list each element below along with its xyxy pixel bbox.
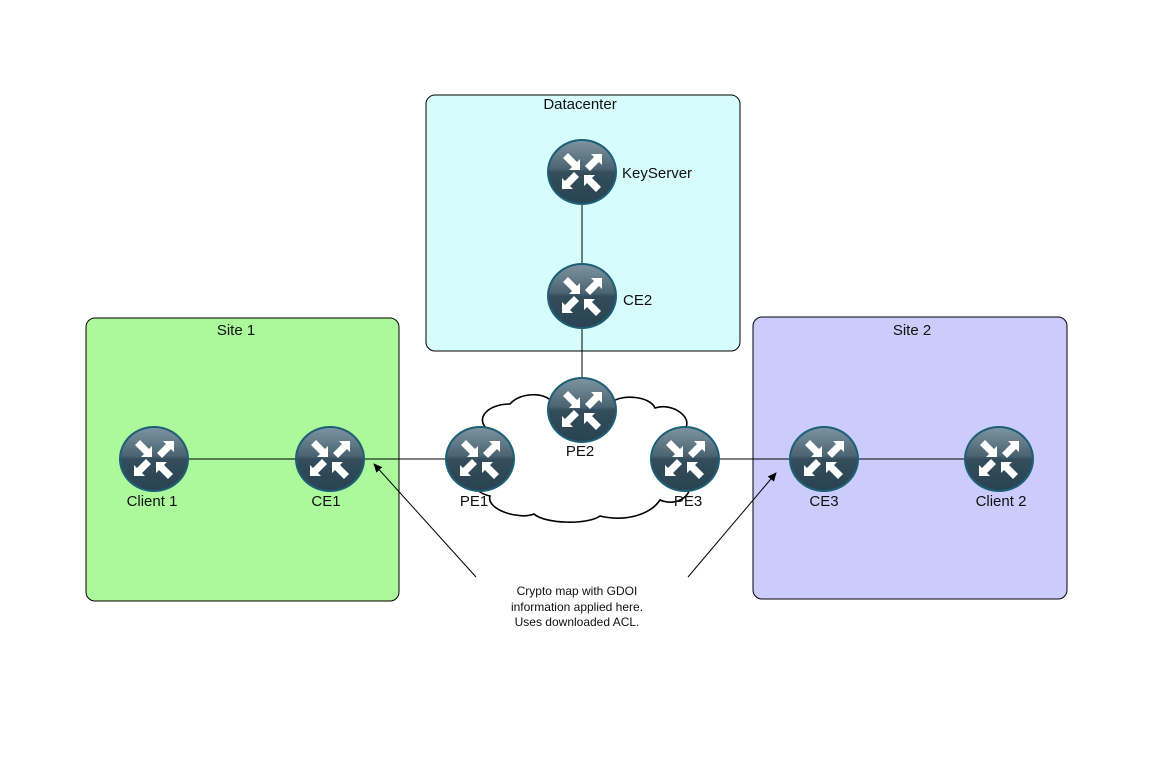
- zone-site2-box: [752, 316, 1068, 600]
- zone-site2-title: Site 2: [893, 322, 931, 339]
- node-ce1: CE1: [295, 426, 365, 510]
- node-label-client1: Client 1: [127, 493, 178, 510]
- router-icon: [119, 426, 189, 492]
- zone-datacenter-title: Datacenter: [543, 96, 616, 113]
- node-label-ce2: CE2: [623, 292, 652, 309]
- annotation-line-1: Crypto map with GDOI: [517, 584, 638, 598]
- annotation-line-2: information applied here.: [511, 600, 643, 614]
- node-pe1: PE1: [445, 426, 515, 510]
- router-icon: [547, 139, 617, 205]
- node-pe3: PE3: [650, 426, 720, 510]
- node-label-pe3: PE3: [674, 493, 702, 510]
- annotation-arrow-ce3: [687, 472, 777, 578]
- node-client2: Client 2: [964, 426, 1034, 510]
- node-label-client2: Client 2: [976, 493, 1027, 510]
- node-client1: Client 1: [119, 426, 189, 510]
- zone-datacenter: Datacenter: [425, 94, 741, 352]
- node-label-pe2: PE2: [566, 443, 594, 460]
- node-ce2: CE2: [547, 263, 652, 329]
- zone-site1-title: Site 1: [217, 322, 255, 339]
- annotation-arrow-ce1: [373, 463, 477, 578]
- node-label-pe1: PE1: [460, 493, 488, 510]
- zone-datacenter-box: [425, 94, 741, 352]
- router-icon: [295, 426, 365, 492]
- router-icon: [445, 426, 515, 492]
- node-label-ce1: CE1: [311, 493, 340, 510]
- node-label-keyserver: KeyServer: [622, 165, 692, 182]
- router-icon: [789, 426, 859, 492]
- links: [188, 204, 965, 460]
- router-icon: [547, 377, 617, 443]
- annotation-line-3: Uses downloaded ACL.: [515, 615, 640, 629]
- node-pe2: PE2: [547, 377, 617, 460]
- router-icon: [964, 426, 1034, 492]
- annotation-note: Crypto map with GDOI information applied…: [511, 584, 643, 629]
- node-ce3: CE3: [789, 426, 859, 510]
- node-keyserver: KeyServer: [547, 139, 692, 205]
- node-label-ce3: CE3: [809, 493, 838, 510]
- router-icon: [547, 263, 617, 329]
- router-icon: [650, 426, 720, 492]
- zone-site2: Site 2: [752, 316, 1068, 600]
